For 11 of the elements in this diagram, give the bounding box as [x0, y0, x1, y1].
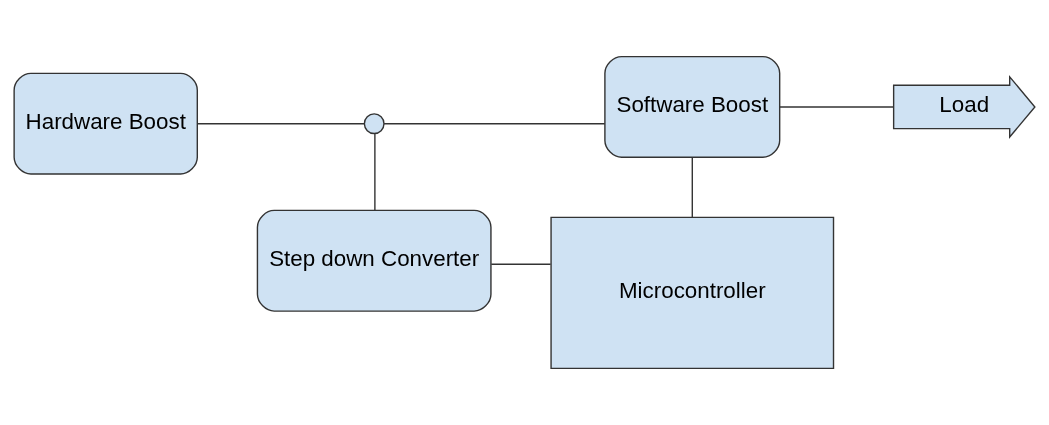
- connector: [374, 132, 376, 211]
- node-box: Microcontroller: [550, 216, 835, 370]
- connector: [691, 157, 693, 219]
- node-box: Software Boost: [604, 55, 781, 158]
- node-box: Step down Converter: [256, 209, 492, 312]
- connector: [490, 263, 552, 265]
- connector: [196, 123, 365, 125]
- node-box: Hardware Boost: [13, 72, 198, 175]
- connector: [383, 123, 606, 125]
- node-circle: [363, 113, 385, 135]
- connector: [779, 106, 894, 108]
